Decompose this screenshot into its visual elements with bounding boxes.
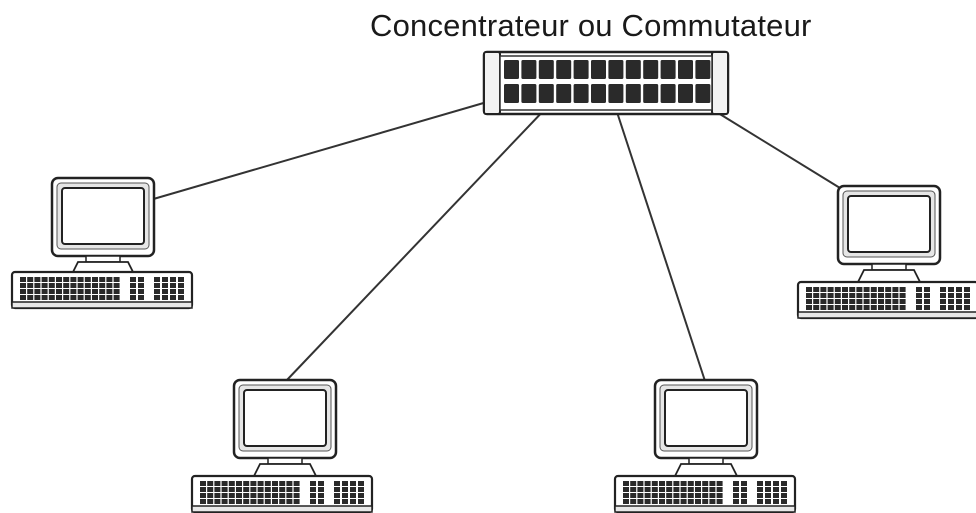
keyboard-keys bbox=[20, 277, 184, 300]
switch-ports bbox=[504, 60, 711, 103]
connection-cables bbox=[149, 101, 841, 382]
switch-port bbox=[660, 84, 676, 103]
switch-port bbox=[538, 60, 554, 79]
switch-port bbox=[521, 84, 537, 103]
switch-port bbox=[573, 84, 589, 103]
cable-to-computer-bottom-left bbox=[285, 105, 549, 382]
switch-port bbox=[608, 60, 624, 79]
desktop-computer-icon bbox=[613, 378, 797, 513]
switch-port bbox=[538, 84, 554, 103]
switch-port bbox=[591, 60, 606, 79]
switch-port bbox=[695, 60, 711, 79]
switch-port bbox=[643, 84, 659, 103]
switch-port bbox=[556, 84, 572, 103]
cable-to-computer-right bbox=[709, 107, 841, 189]
switch-port bbox=[678, 60, 693, 79]
computer-left bbox=[10, 176, 194, 310]
switch-port bbox=[608, 84, 624, 103]
switch-port bbox=[521, 60, 537, 79]
computer-right bbox=[796, 184, 976, 320]
cable-to-computer-left bbox=[149, 101, 488, 201]
computers bbox=[10, 176, 976, 513]
keyboard-keys bbox=[200, 481, 364, 504]
switch-port bbox=[591, 84, 606, 103]
switch-port bbox=[625, 60, 641, 79]
switch-port bbox=[678, 84, 693, 103]
switch-port bbox=[643, 60, 659, 79]
desktop-computer-icon bbox=[796, 184, 976, 320]
switch-port bbox=[695, 84, 711, 103]
switch-port bbox=[573, 60, 589, 79]
network-switch-icon bbox=[482, 50, 730, 116]
switch-port bbox=[625, 84, 641, 103]
switch-port bbox=[660, 60, 676, 79]
keyboard-keys bbox=[623, 481, 787, 504]
keyboard-keys bbox=[806, 287, 970, 310]
switch-port bbox=[556, 60, 572, 79]
computer-bottom-right bbox=[613, 378, 797, 513]
desktop-computer-icon bbox=[10, 176, 194, 310]
diagram-title: Concentrateur ou Commutateur bbox=[370, 8, 812, 43]
switch-port bbox=[504, 84, 519, 103]
switch-port bbox=[504, 60, 519, 79]
cable-to-computer-bottom-right bbox=[614, 105, 706, 382]
desktop-computer-icon bbox=[190, 378, 374, 513]
computer-bottom-left bbox=[190, 378, 374, 513]
